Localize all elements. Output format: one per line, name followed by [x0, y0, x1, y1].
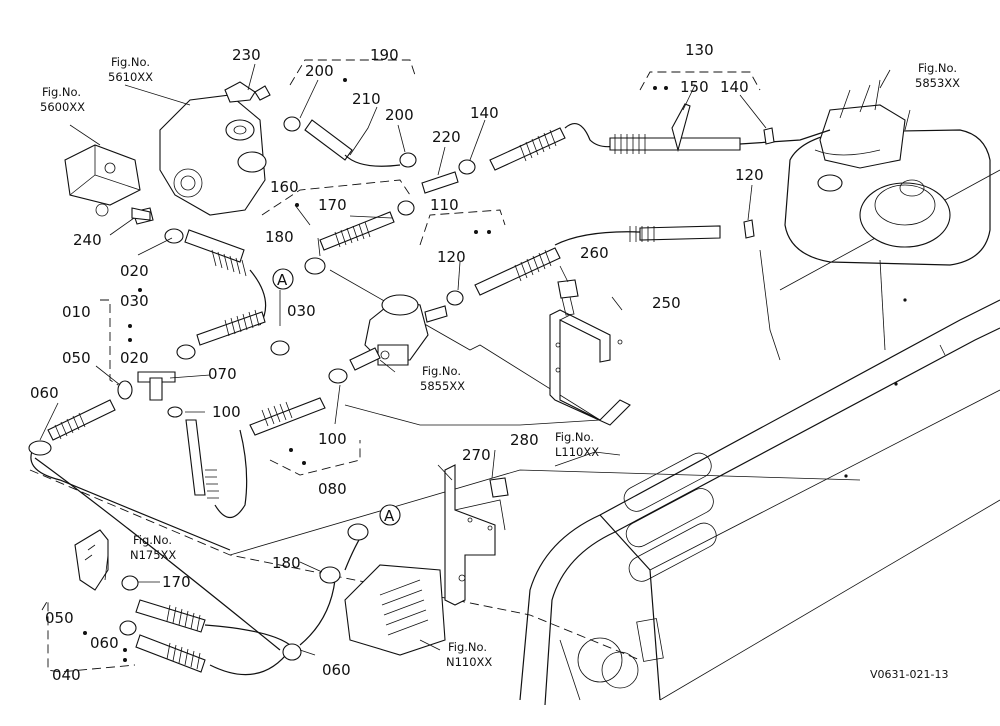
svg-text:5610XX: 5610XX — [108, 70, 153, 84]
svg-text:Fig.No.: Fig.No. — [422, 364, 461, 378]
svg-text:L110XX: L110XX — [555, 445, 599, 459]
label-040: 040 — [52, 666, 81, 684]
label-070: 070 — [208, 365, 237, 383]
label-060-bottom-right: 060 — [322, 661, 351, 679]
svg-text:N110XX: N110XX — [446, 655, 492, 669]
label-120-right: 120 — [735, 166, 764, 184]
bracket-250 — [549, 309, 631, 426]
part-labels: 230 190 200 210 200 220 140 130 150 140 … — [30, 41, 764, 684]
label-020-bottom: 020 — [120, 349, 149, 367]
label-120-mid: 120 — [437, 248, 466, 266]
label-250: 250 — [652, 294, 681, 312]
label-170-bottom: 170 — [162, 573, 191, 591]
label-210: 210 — [352, 90, 381, 108]
label-240: 240 — [73, 231, 102, 249]
label-200-top: 200 — [305, 62, 334, 80]
label-140-right: 140 — [720, 78, 749, 96]
svg-text:A: A — [277, 271, 288, 289]
routing-guides — [29, 269, 861, 661]
label-060-left: 060 — [30, 384, 59, 402]
label-170-mid: 170 — [318, 196, 347, 214]
label-190: 190 — [370, 46, 399, 64]
bolt-280 — [489, 477, 509, 498]
label-160: 160 — [270, 178, 299, 196]
fuel-hoses — [30, 119, 831, 676]
connector-marker-a-top: A — [272, 268, 294, 290]
fuel-filter-assembly — [349, 294, 448, 371]
svg-text:Fig.No.: Fig.No. — [918, 61, 957, 75]
label-100-left: 100 — [212, 403, 241, 421]
svg-text:Fig.No.: Fig.No. — [42, 85, 81, 99]
label-260: 260 — [580, 244, 609, 262]
bracket-270 — [444, 464, 506, 606]
bullet-markers — [83, 78, 668, 662]
panel-n110 — [344, 564, 446, 656]
svg-text:N175XX: N175XX — [130, 548, 176, 562]
svg-text:5855XX: 5855XX — [420, 379, 465, 393]
label-230: 230 — [232, 46, 261, 64]
label-220: 220 — [432, 128, 461, 146]
svg-text:Fig.No.: Fig.No. — [555, 430, 594, 444]
svg-text:Fig.No.: Fig.No. — [133, 533, 172, 547]
svg-text:Fig.No.: Fig.No. — [448, 640, 487, 654]
label-200-mid: 200 — [385, 106, 414, 124]
label-270: 270 — [462, 446, 491, 464]
label-010: 010 — [62, 303, 91, 321]
label-130: 130 — [685, 41, 714, 59]
svg-text:Fig.No.: Fig.No. — [111, 55, 150, 69]
label-060-bottom-left: 060 — [90, 634, 119, 652]
label-110: 110 — [430, 196, 459, 214]
label-050-top: 050 — [62, 349, 91, 367]
figure-references: Fig.No. 5610XX Fig.No. 5600XX Fig.No. 58… — [40, 55, 960, 669]
hose-spring-010-upper — [211, 249, 247, 277]
label-180-mid: 180 — [265, 228, 294, 246]
label-140-mid: 140 — [470, 104, 499, 122]
label-100-mid: 100 — [318, 430, 347, 448]
label-030-left: 030 — [120, 292, 149, 310]
label-030-mid: 030 — [287, 302, 316, 320]
bolt-260 — [557, 279, 579, 316]
label-020-top: 020 — [120, 262, 149, 280]
fuel-pump-body — [159, 81, 271, 216]
label-050-bottom: 050 — [45, 609, 74, 627]
leader-lines — [39, 63, 911, 656]
label-080: 080 — [318, 480, 347, 498]
label-180-bottom: 180 — [272, 554, 301, 572]
svg-text:5600XX: 5600XX — [40, 100, 85, 114]
connector-marker-a-bottom: A — [379, 504, 401, 526]
label-150: 150 — [680, 78, 709, 96]
svg-text:5853XX: 5853XX — [915, 76, 960, 90]
svg-text:A: A — [384, 507, 395, 525]
bracket-n175 — [74, 529, 109, 591]
label-280: 280 — [510, 431, 539, 449]
group-brackets — [41, 59, 761, 673]
fuel-tank — [784, 69, 991, 266]
clamps-and-fittings — [28, 103, 775, 661]
drawing-code: V0631-021-13 — [870, 668, 948, 681]
